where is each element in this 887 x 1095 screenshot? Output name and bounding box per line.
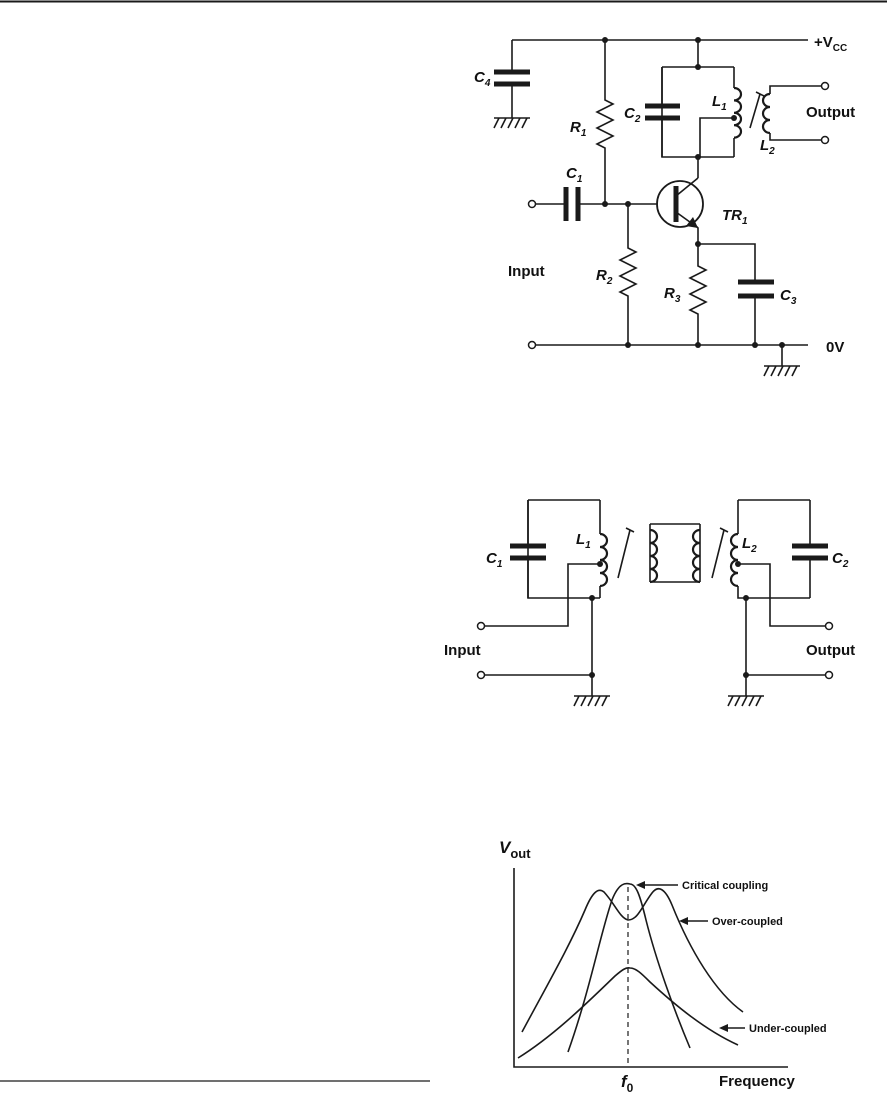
tr1-label: TR1 xyxy=(722,207,748,227)
tuning-core-1 xyxy=(749,91,765,129)
capacitor-c2-fig2 xyxy=(792,543,828,561)
vcc-label: +VCC xyxy=(814,34,847,54)
critical-coupling-curve xyxy=(567,882,691,1053)
resistor-r1 xyxy=(595,40,615,204)
l1-fig2-label: L1 xyxy=(576,531,591,551)
resistor-r3 xyxy=(688,244,708,345)
c4-label: C4 xyxy=(474,69,491,89)
inductor-l2 xyxy=(761,85,822,141)
f0-label: f0 xyxy=(621,1072,634,1095)
ground-symbol-rail xyxy=(763,345,800,377)
c2-label: C2 xyxy=(624,105,641,125)
capacitor-c3 xyxy=(738,279,774,299)
under-coupled-curve xyxy=(517,967,739,1059)
graph-axes xyxy=(513,868,788,1068)
right-tap-wire xyxy=(738,563,826,627)
capacitor-c2 xyxy=(645,67,680,157)
frequency-axis-label: Frequency xyxy=(719,1073,796,1090)
tuned-amplifier-circuit: +VCC 0V Input Output C4 R1 C2 L1 L2 C1 T… xyxy=(474,34,855,377)
input-label: Input xyxy=(508,263,545,280)
c2-fig2-label: C2 xyxy=(832,550,849,570)
left-tap-wire xyxy=(484,563,600,627)
right-ground-wire xyxy=(745,598,826,696)
inductor-l2-fig2 xyxy=(729,532,739,588)
left-ground-wire xyxy=(484,598,593,696)
r3-label: R3 xyxy=(664,285,681,305)
ground-symbol-left xyxy=(573,695,610,707)
l1-label: L1 xyxy=(712,93,727,113)
r2-label: R2 xyxy=(596,267,613,287)
right-tank-wiring xyxy=(737,499,811,599)
inductor-l1-fig2 xyxy=(599,532,609,588)
c1-fig2-label: C1 xyxy=(486,550,503,570)
r1-label: R1 xyxy=(570,119,587,139)
vout-axis-label: Vout xyxy=(499,838,531,861)
under-coupled-label: Under-coupled xyxy=(749,1023,827,1035)
l2-label: L2 xyxy=(760,137,775,157)
tuning-core-right xyxy=(711,527,729,579)
capacitor-c1 xyxy=(536,187,658,221)
coupling-link xyxy=(649,523,701,584)
c3-label: C3 xyxy=(780,287,797,307)
c1-label: C1 xyxy=(566,165,583,185)
over-coupled-curve xyxy=(521,888,744,1033)
coupling-response-graph: Critical coupling Over-coupled Under-cou… xyxy=(499,838,827,1095)
ground-symbol-c4 xyxy=(493,117,530,129)
inductor-l1 xyxy=(733,86,743,139)
capacitor-c1-fig2 xyxy=(510,500,546,598)
input-fig2-label: Input xyxy=(444,642,481,659)
l1-tap-wire xyxy=(699,117,734,157)
transistor-tr1 xyxy=(656,177,704,244)
emitter-wiring xyxy=(698,243,756,345)
ground-symbol-right xyxy=(727,695,764,707)
coupled-tuned-circuits: C1 L1 L2 C2 Input Output xyxy=(444,499,855,707)
tuning-core-left xyxy=(617,527,635,579)
over-coupled-label: Over-coupled xyxy=(712,916,783,928)
zero-volt-label: 0V xyxy=(826,339,844,356)
l2-fig2-label: L2 xyxy=(742,535,757,555)
capacitor-c4 xyxy=(494,40,530,118)
output-label: Output xyxy=(806,104,855,121)
critical-coupling-label: Critical coupling xyxy=(682,880,768,892)
output-fig2-label: Output xyxy=(806,642,855,659)
resistor-r2 xyxy=(618,204,638,345)
